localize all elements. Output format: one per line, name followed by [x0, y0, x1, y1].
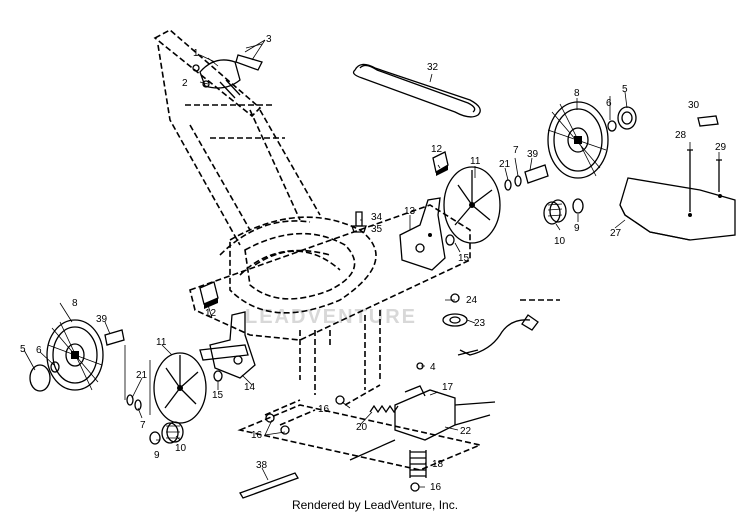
part-label-16-left: 16 [251, 430, 263, 441]
drive-lines [237, 299, 560, 471]
part-label-9-right: 9 [574, 223, 580, 234]
right-rear-wheel [547, 101, 609, 179]
part-label-9-left: 9 [154, 450, 160, 461]
part-label-38: 38 [256, 460, 268, 471]
part-label-14: 14 [244, 382, 256, 393]
part-label-2: 2 [182, 78, 188, 89]
part-label-4: 4 [430, 362, 436, 373]
part-label-18: 18 [432, 459, 444, 470]
left-wheel-cover [153, 352, 207, 424]
hex-nuts [265, 395, 420, 492]
drive-pulley [442, 293, 468, 327]
leader-lines [23, 39, 720, 488]
part-label-27: 27 [610, 228, 622, 239]
credit-text: Rendered by LeadVenture, Inc. [291, 498, 459, 512]
part-label-3: 3 [266, 34, 272, 45]
part-label-15-right: 15 [458, 253, 470, 264]
part-label-6-left: 6 [36, 345, 42, 356]
part-label-39-left: 39 [96, 314, 108, 325]
part-label-5-right: 5 [622, 84, 628, 95]
part-label-12-left: 12 [205, 308, 217, 319]
deck-bolt [351, 211, 367, 233]
spring [369, 404, 399, 414]
axle-rod [239, 472, 299, 499]
left-hubcap [29, 361, 60, 392]
part-label-11-right: 11 [470, 156, 481, 167]
part-label-15-left: 15 [212, 390, 224, 401]
bail-control [192, 43, 263, 99]
part-label-24: 24 [466, 295, 478, 306]
part-label-30: 30 [688, 100, 700, 111]
left-height-bracket [199, 281, 256, 382]
part-label-5-left: 5 [20, 344, 26, 355]
part-label-20: 20 [356, 422, 368, 433]
part-label-12-right: 12 [431, 144, 443, 155]
part-label-8-left: 8 [72, 298, 78, 309]
part-label-17: 17 [442, 382, 454, 393]
right-hubcap [607, 106, 637, 132]
drive-cable [459, 319, 531, 356]
mower-deck [189, 204, 471, 395]
idler-spring [409, 450, 427, 478]
left-pinion-gear [149, 421, 184, 445]
part-label-16-bottom: 16 [430, 482, 442, 493]
cover-screws [687, 149, 722, 212]
drive-belt [352, 63, 481, 118]
part-label-22: 22 [460, 426, 472, 437]
left-spacers [124, 345, 151, 415]
left-rear-wheel [46, 319, 104, 391]
part-label-16-middle: 16 [318, 404, 330, 415]
part-label-10-right: 10 [554, 236, 566, 247]
part-label-8-right: 8 [574, 88, 580, 99]
watermark: LEADVENTURE [245, 306, 418, 328]
left-spacer [104, 329, 125, 346]
right-spacers [504, 164, 549, 191]
transmission [349, 349, 496, 461]
part-label-6-right: 6 [606, 98, 612, 109]
rear-trim-cover [619, 177, 736, 241]
part-label-7-left: 7 [140, 420, 146, 431]
part-label-21-left: 21 [136, 370, 148, 381]
part-label-29: 29 [715, 142, 727, 153]
part-label-21-right: 21 [499, 159, 511, 170]
right-pinion-gear [543, 198, 584, 225]
handle-assembly [153, 29, 321, 246]
part-label-34: 34 [371, 212, 383, 223]
part-label-32: 32 [427, 62, 439, 73]
decal [697, 115, 719, 127]
part-label-13: 13 [404, 206, 416, 217]
part-label-7-right: 7 [513, 145, 519, 156]
part-labels: 1 2 3 32 8 6 5 30 28 29 27 12 11 21 7 39… [20, 34, 727, 493]
part-label-35: 35 [371, 224, 383, 235]
part-label-23: 23 [474, 318, 486, 329]
part-label-39-right: 39 [527, 149, 539, 160]
part-label-11-left: 11 [156, 337, 167, 348]
part-label-28: 28 [675, 130, 687, 141]
part-label-10-left: 10 [175, 443, 187, 454]
part-label-1: 1 [193, 48, 199, 59]
right-wheel-cover [443, 166, 501, 244]
right-height-bracket [399, 151, 455, 271]
